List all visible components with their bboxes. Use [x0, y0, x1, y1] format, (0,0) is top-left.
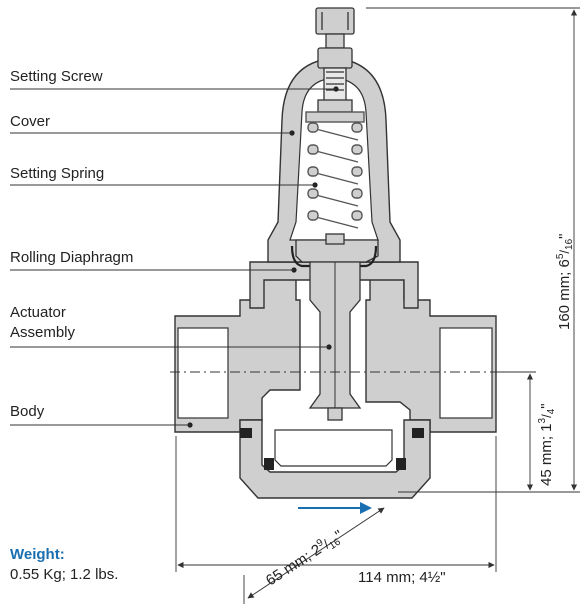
label-rolling-diaphragm: Rolling Diaphragm	[10, 249, 134, 266]
setting-screw	[315, 7, 355, 113]
leader-lines	[10, 88, 336, 426]
cup-interior	[274, 429, 393, 467]
label-setting-screw: Setting Screw	[10, 68, 103, 85]
label-setting-spring: Setting Spring	[10, 165, 105, 182]
port-bores	[177, 327, 493, 419]
label-cover: Cover	[10, 113, 51, 130]
actuator-flange	[249, 261, 419, 309]
dim-height-total: 160 mm; 65/16"	[555, 233, 575, 330]
dim-depth: 65 mm; 29/16"	[262, 526, 347, 591]
label-actuator-line1: Actuator	[10, 304, 66, 321]
dim-height-port: 45 mm; 13/4"	[537, 403, 557, 486]
label-actuator-line2: Assembly	[10, 324, 76, 341]
callout-dots	[187, 86, 339, 428]
setting-spring	[305, 111, 365, 229]
dimension-lines	[175, 7, 580, 604]
dim-width: 114 mm; 4½"	[358, 569, 446, 586]
label-body: Body	[10, 403, 45, 420]
flow-arrow-icon	[298, 502, 372, 514]
weight-value: 0.55 Kg; 1.2 lbs.	[10, 566, 119, 583]
weight-title: Weight:	[10, 546, 65, 563]
actuator-stem	[308, 261, 362, 421]
